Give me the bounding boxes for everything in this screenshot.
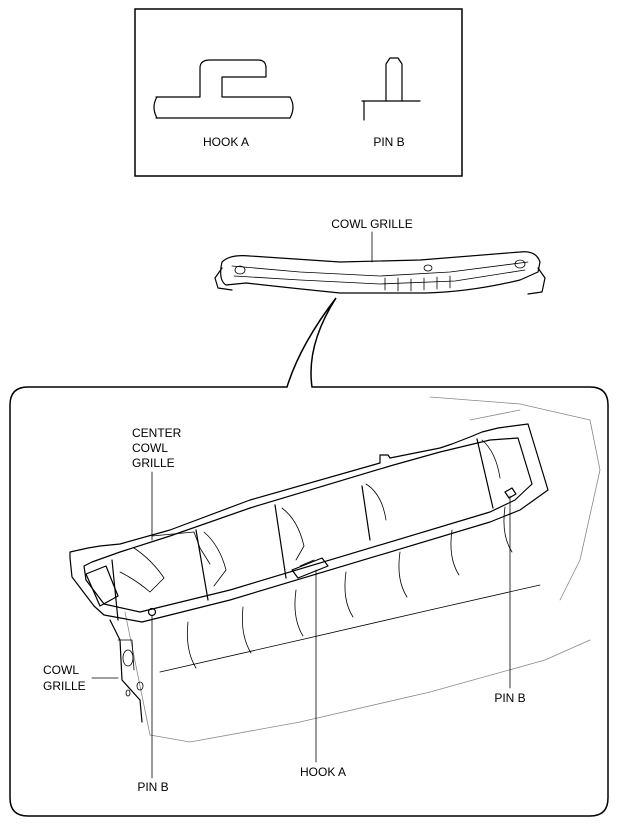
hook-a-legend-label: HOOK A xyxy=(203,135,249,149)
legend-frame xyxy=(134,8,463,177)
detail-frame xyxy=(9,297,609,817)
cowl-grille-overview: COWL GRILLE xyxy=(214,217,546,295)
center-cowl-grille-label-line1: CENTER xyxy=(132,426,182,440)
pin-b-right-label: PIN B xyxy=(494,691,525,705)
hook-a-symbol xyxy=(153,59,294,119)
pin-b-symbol xyxy=(361,57,421,121)
overview-cowl-grille-label: COWL GRILLE xyxy=(331,217,413,231)
pin-b-legend-label: PIN B xyxy=(373,135,404,149)
cowl-grille-label-line2: GRILLE xyxy=(43,679,86,693)
detail-drawing xyxy=(69,396,601,779)
cowl-grille-label-line1: COWL xyxy=(43,663,79,677)
hook-a-detail-label: HOOK A xyxy=(300,765,346,779)
legend-box: HOOK A PIN B xyxy=(134,8,463,177)
center-cowl-grille-label-line2: COWL xyxy=(132,441,168,455)
center-cowl-grille-label-line3: GRILLE xyxy=(132,456,175,470)
pin-b-left-label: PIN B xyxy=(137,780,168,794)
